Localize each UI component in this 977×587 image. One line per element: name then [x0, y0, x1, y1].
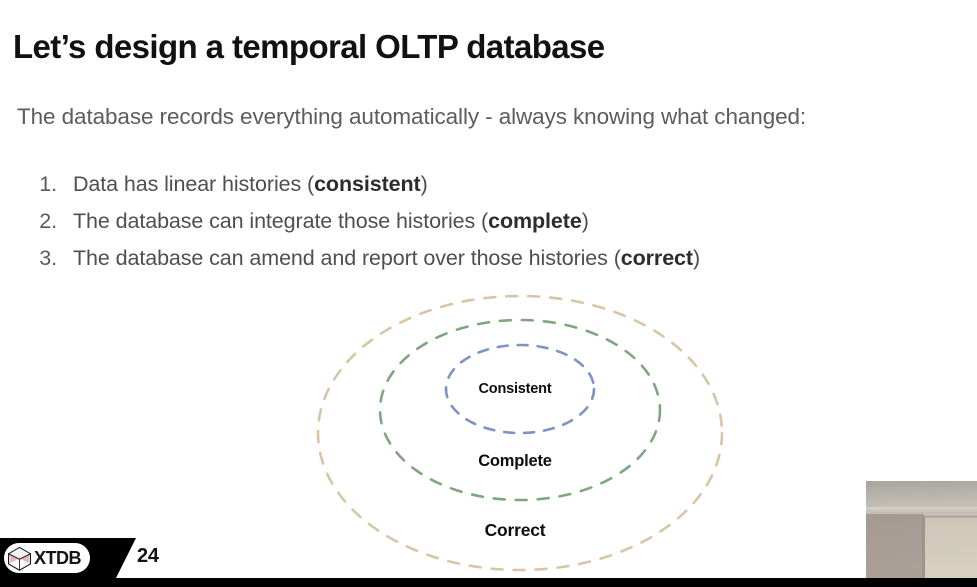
bottom-letterbox-strip [0, 578, 977, 587]
ring-middle-complete [378, 318, 662, 502]
list-item-number: 1. [39, 172, 57, 196]
ring-label-correct: Correct [484, 520, 546, 540]
list-item-emphasis: correct [620, 245, 693, 270]
list-item-text-before: The database can integrate those histori… [73, 208, 489, 233]
list-item-text-after: ) [581, 208, 589, 233]
list-item-emphasis: consistent [314, 172, 421, 196]
webcam-ceiling-trim [866, 507, 977, 514]
slide-number: 24 [137, 545, 159, 567]
webcam-wall-seam [922, 517, 925, 578]
concentric-ellipse-diagram: Consistent Complete Correct [280, 285, 750, 585]
xtdb-wordmark: XTDB [34, 548, 82, 568]
list-item-text-before: Data has linear histories ( [73, 172, 315, 196]
list-item-number: 2. [39, 208, 57, 233]
list-item-text: The database can amend and report over t… [73, 240, 700, 277]
list-item-text-after: ) [692, 245, 701, 270]
list-item-text: The database can integrate those histori… [73, 203, 589, 240]
list-item: 1. Data has linear histories (consistent… [17, 166, 967, 203]
list-item-text-after: ) [420, 172, 428, 196]
xtdb-logo: XTDB [4, 543, 90, 573]
list-item-text: Data has linear histories (consistent) [73, 166, 428, 203]
ring-outer-correct [316, 294, 724, 572]
ring-label-complete: Complete [478, 452, 552, 470]
list-item-emphasis: complete [488, 208, 582, 233]
intro-paragraph: The database records everything automati… [17, 103, 807, 129]
ellipse-rings-svg [316, 294, 724, 572]
page-title: Let’s design a temporal OLTP database [13, 28, 605, 66]
webcam-wall-right [924, 518, 977, 578]
ring-inner-consistent [444, 343, 596, 435]
list-item: 2. The database can integrate those hist… [17, 203, 967, 240]
ring-label-consistent: Consistent [478, 381, 552, 397]
list-item-text-before: The database can amend and report over t… [73, 245, 621, 270]
points-list: 1. Data has linear histories (consistent… [17, 166, 967, 277]
webcam-video-overlay[interactable] [866, 481, 977, 578]
list-item-number: 3. [39, 245, 57, 270]
webcam-wall-left [866, 514, 924, 578]
list-item: 3. The database can amend and report ove… [17, 240, 967, 277]
cube-icon [7, 546, 32, 571]
